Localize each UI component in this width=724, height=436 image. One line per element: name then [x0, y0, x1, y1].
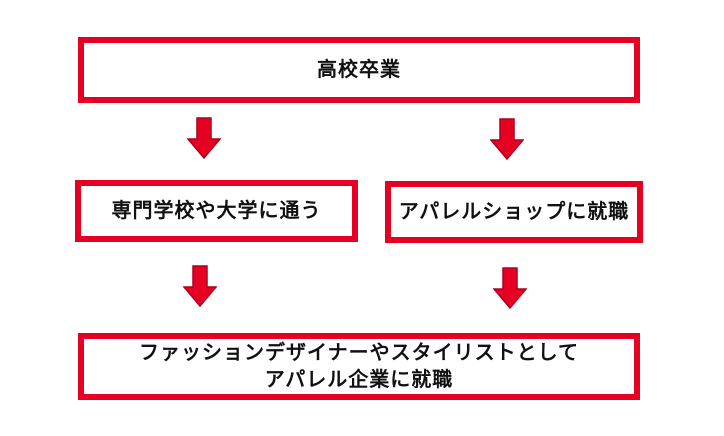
down-arrow-highschool-to-shop-icon	[490, 118, 524, 160]
node-attend-school-or-university: 専門学校や大学に通う	[75, 180, 358, 242]
node-apparel-shop-job: アパレルショップに就職	[385, 181, 643, 243]
node-apparel-company-job-label-line2: アパレル企業に就職	[264, 368, 454, 391]
node-attend-school-or-university-label: 専門学校や大学に通う	[111, 199, 322, 222]
node-apparel-company-job-label-line1: ファッションデザイナーやスタイリストとして	[139, 341, 579, 364]
down-arrow-shop-to-company-icon	[493, 267, 527, 309]
node-apparel-shop-job-label: アパレルショップに就職	[398, 200, 630, 223]
node-highschool-graduation-label: 高校卒業	[317, 58, 401, 81]
node-highschool-graduation: 高校卒業	[78, 37, 640, 103]
down-arrow-highschool-to-school-icon	[187, 117, 221, 159]
down-arrow-school-to-company-icon	[183, 265, 217, 307]
node-apparel-company-job: ファッションデザイナーやスタイリストとして アパレル企業に就職	[78, 333, 640, 400]
